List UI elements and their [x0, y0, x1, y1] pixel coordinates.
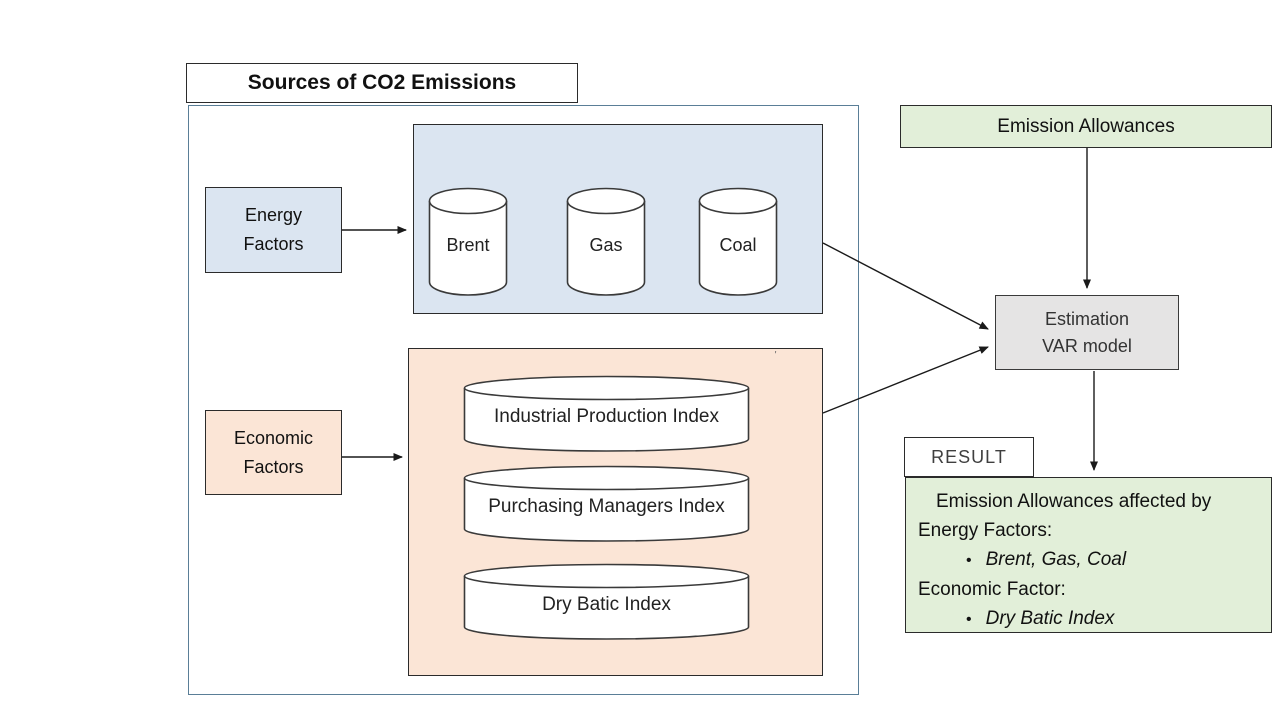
result-energy-items: • Brent, Gas, Coal — [906, 545, 1271, 575]
industrial-production-index-label: Industrial Production Index — [494, 406, 719, 427]
dry-batic-index-label: Dry Batic Index — [542, 594, 671, 615]
brent-label: Brent — [446, 235, 490, 255]
energy-cylinders-group: Brent Gas Coal — [413, 124, 823, 314]
bullet-icon: • — [966, 611, 972, 628]
dry-batic-index-cylinder: Dry Batic Index — [463, 563, 750, 641]
gas-label: Gas — [589, 235, 623, 255]
coal-cylinder: Coal — [698, 187, 778, 297]
bullet-icon: • — [966, 552, 972, 569]
economic-factors-label: Economic Factors — [233, 427, 314, 477]
energy-factors-box: Energy Factors — [205, 187, 342, 273]
cylinder-shape — [463, 375, 750, 452]
diagram-title-box: Sources of CO2 Emissions — [186, 63, 578, 103]
cylinder-shape — [566, 187, 646, 296]
result-tab-label: RESULT — [931, 446, 1007, 467]
diagram-title: Sources of CO2 Emissions — [247, 71, 517, 94]
result-energy-heading: Energy Factors: — [918, 520, 1053, 541]
cylinder-shape — [463, 465, 750, 542]
emission-allowances-box: Emission Allowances — [900, 105, 1272, 148]
var-model-label: Estimation VAR model — [1042, 308, 1132, 356]
result-box: Emission Allowances affected by Energy F… — [905, 477, 1272, 633]
energy-factors-label: Energy Factors — [243, 205, 304, 254]
result-economic-heading: Economic Factor: — [918, 579, 1066, 600]
var-model-box: Estimation VAR model — [995, 295, 1179, 370]
industrial-production-index-cylinder: Industrial Production Index — [463, 375, 750, 453]
economic-cylinders-group: Industrial Production Index Purchasing M… — [408, 348, 823, 676]
result-economic-items: • Dry Batic Index — [906, 604, 1271, 634]
stray-mark: ' — [774, 350, 776, 361]
emission-allowances-label: Emission Allowances — [997, 115, 1175, 137]
result-economic-items-text: Dry Batic Index — [985, 608, 1115, 629]
purchasing-managers-index-cylinder: Purchasing Managers Index — [463, 465, 750, 543]
purchasing-managers-index-label: Purchasing Managers Index — [488, 496, 725, 517]
cylinder-shape — [428, 187, 508, 296]
gas-cylinder: Gas — [566, 187, 646, 297]
result-heading: Emission Allowances affected by — [936, 491, 1212, 512]
coal-label: Coal — [719, 235, 757, 255]
result-energy-items-text: Brent, Gas, Coal — [985, 549, 1127, 570]
brent-cylinder: Brent — [428, 187, 508, 297]
cylinder-shape — [463, 563, 750, 640]
economic-factors-box: Economic Factors — [205, 410, 342, 495]
cylinder-shape — [698, 187, 778, 296]
result-tab: RESULT — [904, 437, 1034, 477]
